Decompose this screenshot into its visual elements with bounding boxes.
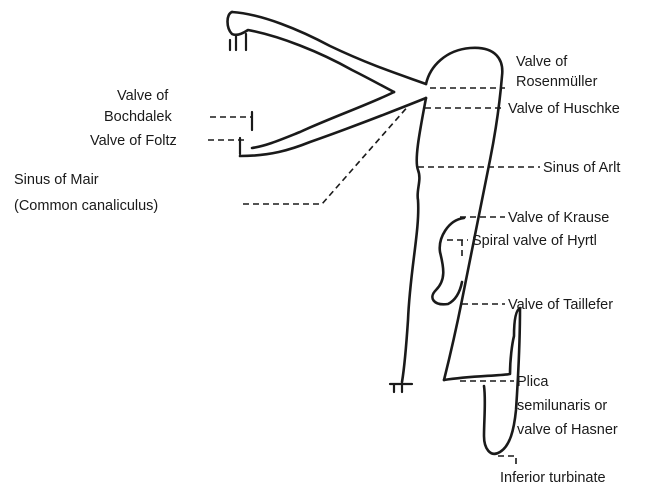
label-valve-of-taillefer: Valve of Taillefer xyxy=(508,297,613,313)
duct-floor-mark xyxy=(390,384,412,392)
spiral-valve-bulge xyxy=(432,218,464,304)
label-valve-of-foltz: Valve of Foltz xyxy=(90,133,177,149)
leader-inferior-turbinate xyxy=(498,456,516,466)
label-valve-of-huschke: Valve of Huschke xyxy=(508,101,620,117)
lacrimal-sac-medial-wall xyxy=(402,98,426,382)
label-valve-of-bochdalek: Valve of Bochdalek xyxy=(104,88,172,125)
lower-canaliculus-inner-wall xyxy=(240,98,426,156)
label-valve-of-krause: Valve of Krause xyxy=(508,210,609,226)
label-spiral-valve-of-hyrtl: Spiral valve of Hyrtl xyxy=(472,233,597,249)
label-sinus-of-arlt: Sinus of Arlt xyxy=(543,160,620,176)
label-sinus-of-mair: Sinus of Mair (Common canaliculus) xyxy=(14,172,158,214)
lacrimal-sac-lateral-wall xyxy=(426,48,502,380)
label-inferior-turbinate: Inferior turbinate xyxy=(500,470,606,486)
upper-canaliculus-inner-wall xyxy=(232,12,426,84)
lower-punctum xyxy=(240,112,252,154)
label-plica-semilunaris: Plica semilunaris or valve of Hasner xyxy=(517,374,618,438)
upper-punctum xyxy=(230,34,246,50)
upper-canaliculus xyxy=(228,12,395,92)
label-valve-of-rosenmuller: Valve of Rosenmüller xyxy=(516,54,598,90)
leader-spiral-valve-of-hyrtl xyxy=(447,240,468,258)
